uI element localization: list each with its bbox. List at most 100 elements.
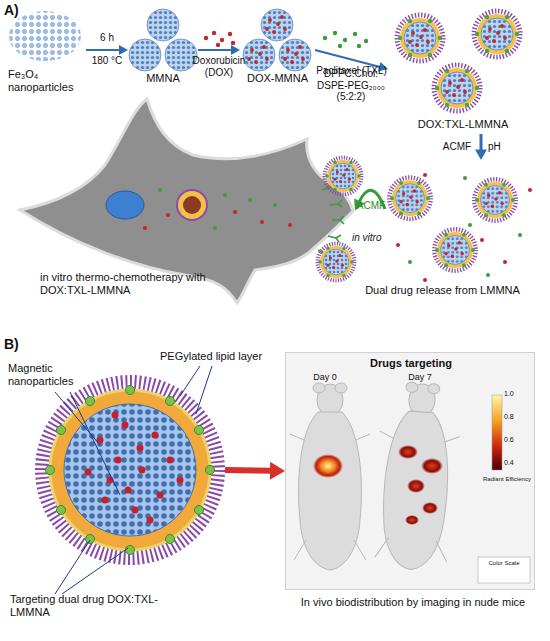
released-drugs: [396, 243, 400, 247]
core-shell-particle: [42, 382, 218, 558]
dox-molecules: [216, 43, 220, 47]
arrow-head: [475, 150, 487, 161]
mmna-particles: [147, 9, 179, 41]
edge-label: Doxorubicin (DOX): [189, 55, 249, 78]
connector-line: [225, 467, 273, 474]
edge-label: 6 h: [92, 32, 122, 44]
mmna-particles: [129, 9, 197, 71]
dox-molecules: [212, 31, 216, 35]
node-label: MMNA: [128, 72, 198, 85]
annotation-label: in vitro: [352, 232, 392, 244]
leader-lines: [55, 540, 90, 594]
released-drugs: [486, 273, 490, 277]
core-shell-particle: [115, 457, 122, 464]
released-particles: [389, 178, 430, 219]
core-shell-particle: [126, 546, 135, 555]
core-shell-particle: [57, 506, 66, 515]
node-label: Fe₃O₄ nanoparticles: [8, 68, 86, 93]
node-label: DOX-MMNA: [235, 72, 320, 85]
release-group: Dual drug release from LMMNA: [385, 160, 545, 300]
core-shell-particle: [195, 426, 204, 435]
connector-line: [86, 49, 121, 51]
annotation-label: 1.0: [504, 390, 526, 398]
core-shell-particle: [206, 466, 215, 475]
released-particles-2: [474, 179, 515, 220]
annotation-label: In vivo biodistribution by imaging in nu…: [298, 596, 528, 609]
annotation-label: 0.8: [504, 413, 526, 421]
core-shell-particle: [85, 412, 184, 524]
core-shell-particle: [97, 437, 104, 444]
core-shell-particle: [167, 457, 174, 464]
arrow-head: [119, 45, 128, 55]
core-shell-particle: [177, 477, 184, 484]
cell-receptors: [328, 235, 341, 242]
core-shell-particle: [85, 469, 92, 476]
lipid-particle: Targeting dual drug DOX:TXL-LMMNA: [35, 375, 225, 565]
core-shell-particle: [166, 535, 175, 544]
lmmna-particles: [434, 65, 480, 111]
annotation-label: B): [4, 336, 34, 352]
leader-lines: [180, 366, 200, 396]
core-shell-particle: [132, 507, 139, 514]
core-shell-particle: [46, 386, 215, 555]
dox-molecules: [220, 38, 224, 42]
core-shell-particle: [86, 535, 95, 544]
annotation-label: Day 0: [305, 372, 345, 382]
dox-molecules: [204, 31, 235, 47]
node-label: Targeting dual drug DOX:TXL-LMMNA: [10, 593, 170, 618]
arrow-connector: [86, 45, 128, 55]
node-label: in vitro thermo-chemotherapy with DOX:TX…: [40, 271, 218, 296]
annotation-label: Day 7: [400, 372, 440, 382]
annotation-label: 0.4: [504, 459, 526, 467]
released-drugs: [528, 188, 532, 192]
dox-molecules: [204, 36, 208, 40]
released-drugs: [423, 278, 427, 282]
released-particles-2: [434, 179, 515, 270]
txl-molecules: [357, 44, 361, 48]
released-drugs: [463, 176, 467, 180]
core-shell-particle: [46, 466, 55, 475]
core-shell-particle: [157, 492, 164, 499]
core-shell-particle: [86, 397, 95, 406]
leader-lines: [55, 366, 212, 594]
annotation-label: Radiant Efficiency: [482, 476, 532, 483]
particle-cluster: DOX:TXL-LMMNA: [388, 4, 538, 134]
annotation-label: Magnetic nanoparticles: [8, 362, 88, 387]
dox-mmna-particles: [243, 39, 275, 71]
annotation-label: A): [4, 2, 34, 18]
core-shell-particle: [42, 382, 218, 558]
txl-molecules: [338, 44, 342, 48]
edge-label: ACMF: [439, 141, 475, 153]
core-shell-particle: [152, 432, 159, 439]
node-label: DOX:TXL-LMMNA: [388, 118, 538, 131]
core-shell-particle: [125, 487, 132, 494]
edge-label: ACMF: [351, 200, 391, 212]
annotation-label: 180 °C: [87, 55, 127, 67]
released-drugs: [408, 260, 412, 264]
cell-body: [20, 99, 353, 303]
released-drugs: [480, 238, 484, 242]
annotation-label: 0.6: [504, 436, 526, 444]
annotation-label: Color Scale: [480, 560, 528, 567]
core-shell-particle: [64, 404, 196, 536]
core-shell-particle: [57, 426, 66, 435]
released-particles: [389, 178, 430, 219]
iron-oxide-dots: [9, 11, 81, 61]
arrow-connector: [225, 462, 285, 480]
node-label: Dual drug release from LMMNA: [335, 284, 550, 297]
core-shell-particle: [122, 422, 129, 429]
txl-molecules: [323, 36, 327, 40]
released-drugs: [503, 260, 507, 264]
edge-label: Paclitaxel (TXL): [312, 65, 392, 77]
cell-receptors: [318, 250, 330, 259]
mmna-particles: [165, 39, 197, 71]
imaging-panel: Drugs targeting: [285, 352, 535, 590]
leader-lines: [70, 392, 120, 495]
core-shell-particle: [137, 445, 144, 452]
mmna-particles: [129, 39, 161, 71]
released-drugs: [468, 223, 472, 227]
arrow-head: [270, 462, 285, 480]
core-shell-particle: [102, 497, 109, 504]
iron-oxide-dots: [9, 11, 81, 61]
txl-molecules: [353, 32, 357, 36]
